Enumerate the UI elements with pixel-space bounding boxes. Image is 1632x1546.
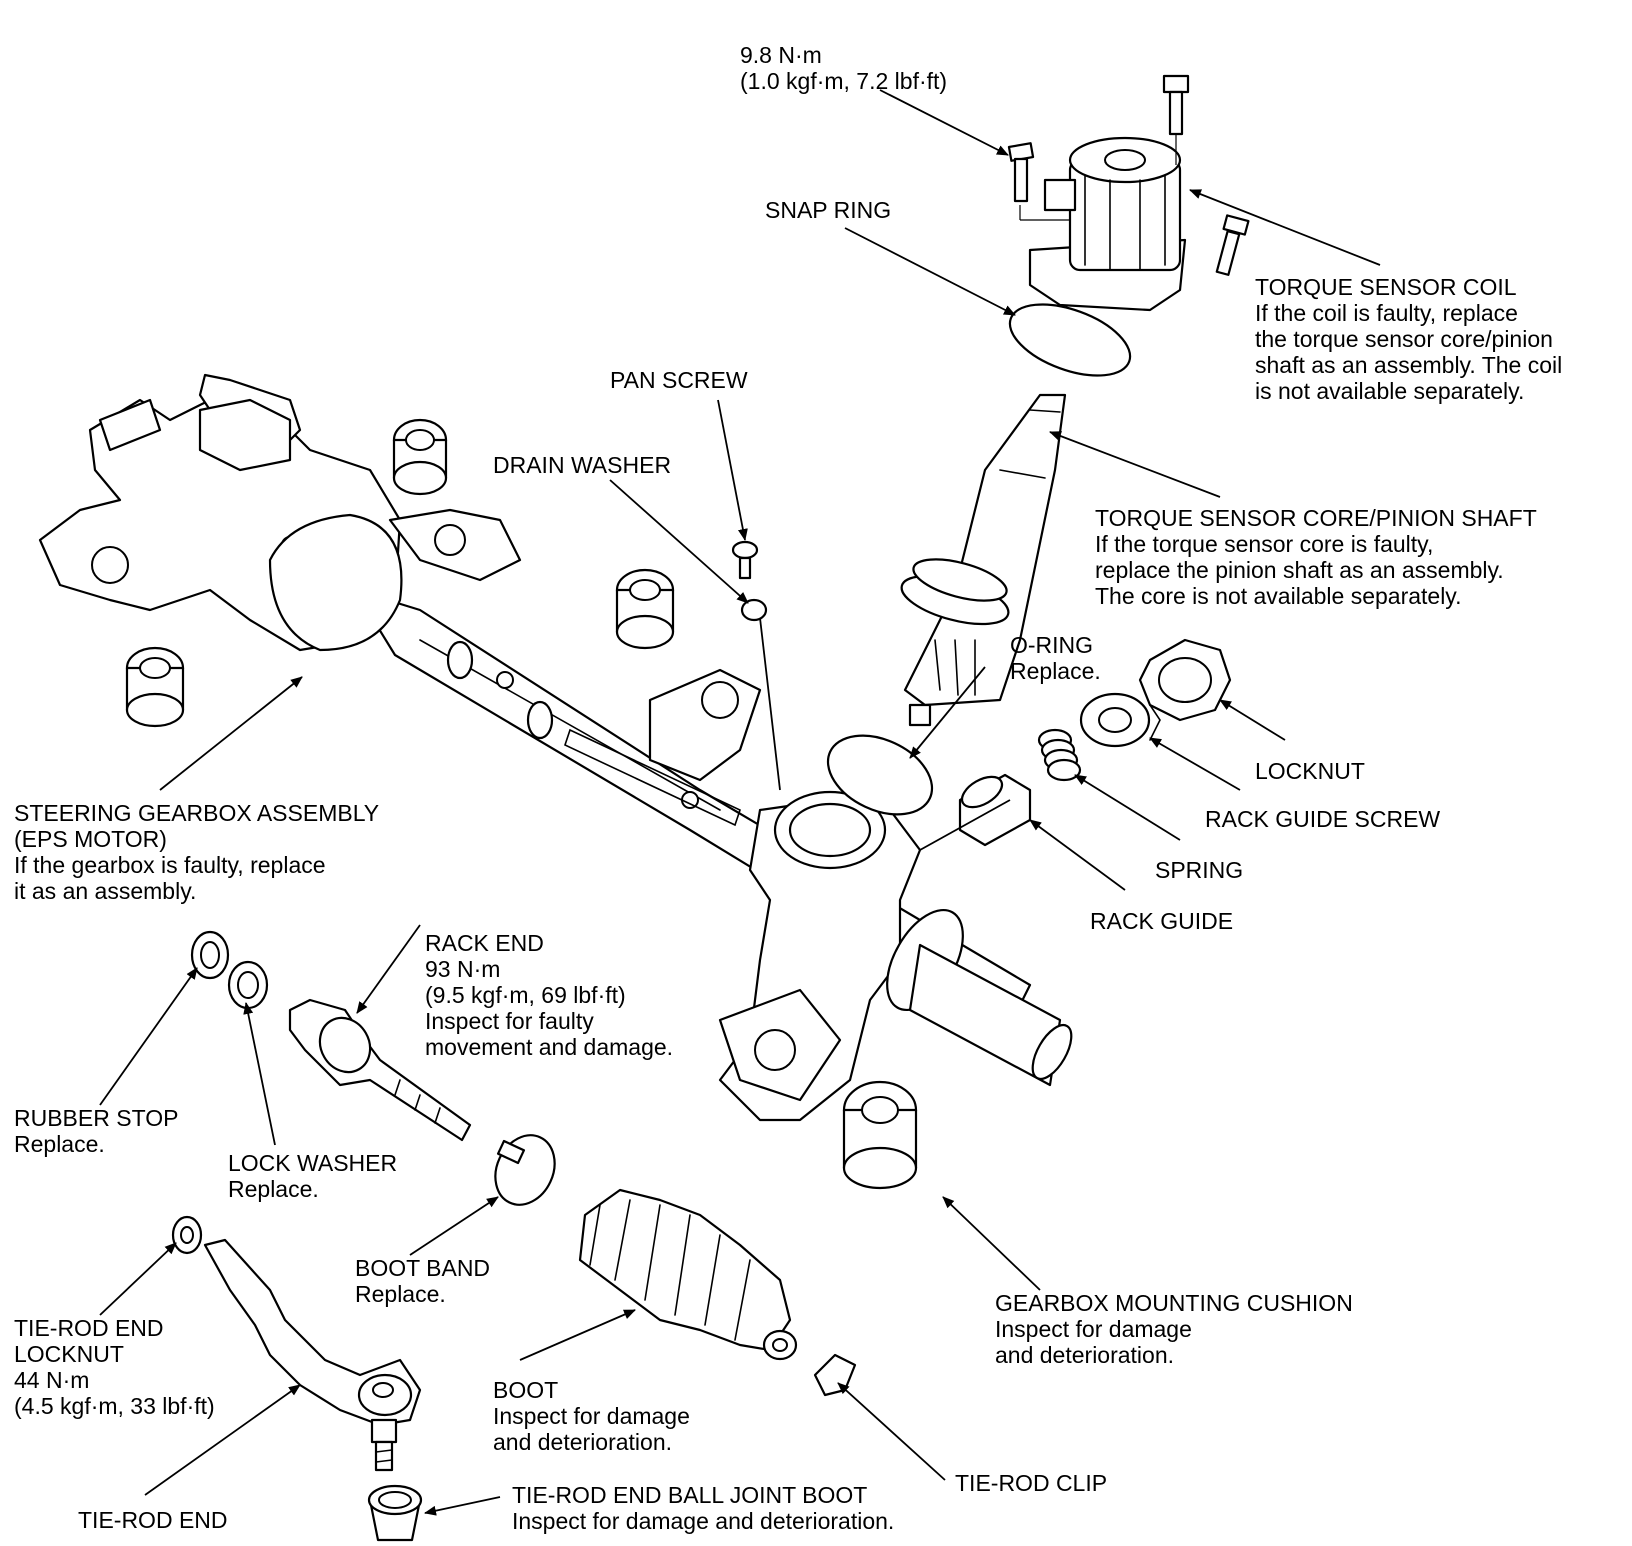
mounting-cushions-drawing	[125, 418, 918, 1190]
label-rack-end: RACK END 93 N·m (9.5 kgf·m, 69 lbf·ft) I…	[425, 930, 673, 1060]
locknut-title: LOCKNUT	[1255, 758, 1365, 784]
torque-sensor-coil-line-2: the torque sensor core/pinion	[1255, 326, 1553, 352]
tie-rod-clip-drawing	[813, 1353, 857, 1397]
rack-end-line-3: Inspect for faulty	[425, 1008, 594, 1034]
cushion-2	[615, 568, 675, 650]
boot-drawing	[578, 1188, 798, 1361]
boot-line-2: and deterioration.	[493, 1429, 673, 1455]
label-tie-rod-clip: TIE-ROD CLIP	[955, 1470, 1107, 1496]
rack-guide-screw-title: RACK GUIDE SCREW	[1205, 806, 1441, 832]
ball-joint-boot-line-1: Inspect for damage and deterioration.	[512, 1508, 895, 1534]
label-drain-washer: DRAIN WASHER	[493, 452, 671, 478]
ball-joint-boot-drawing	[367, 1484, 423, 1542]
cushion-3	[125, 646, 185, 728]
pan-screw-drawing	[731, 540, 759, 580]
boot-band-drawing	[494, 1134, 556, 1206]
torque-sensor-coil-line-3: shaft as an assembly. The coil	[1255, 352, 1563, 378]
spring-drawing	[1037, 728, 1082, 782]
tie-rod-end-locknut-title: TIE-ROD END	[14, 1315, 164, 1341]
tie-rod-end-locknut-line-1: LOCKNUT	[14, 1341, 124, 1367]
boot-band-note: Replace.	[355, 1281, 446, 1307]
tie-rod-clip-title: TIE-ROD CLIP	[955, 1470, 1108, 1496]
label-boot-band: BOOT BAND Replace.	[355, 1255, 490, 1307]
o-ring-title: O-RING	[1010, 632, 1094, 658]
label-tie-rod-end: TIE-ROD END	[78, 1507, 228, 1533]
snap-ring-title: SNAP RING	[765, 197, 892, 223]
rack-end-line-1: 93 N·m	[425, 956, 501, 982]
label-gearbox-mounting-cushion: GEARBOX MOUNTING CUSHION Inspect for dam…	[995, 1290, 1353, 1368]
torque-sensor-core-pinion-shaft-drawing	[900, 393, 1067, 727]
rack-end-title: RACK END	[425, 930, 544, 956]
label-rack-guide: RACK GUIDE	[1090, 908, 1233, 934]
tie-rod-end-locknut-line-2: 44 N·m	[14, 1367, 90, 1393]
drain-washer-title: DRAIN WASHER	[493, 452, 672, 478]
torque-sensor-coil-title: TORQUE SENSOR COIL	[1255, 274, 1517, 300]
steering-gearbox-line-3: it as an assembly.	[14, 878, 197, 904]
top-torque-line-2: (1.0 kgf·m, 7.2 lbf·ft)	[740, 68, 948, 94]
label-rubber-stop: RUBBER STOP Replace.	[14, 1105, 178, 1157]
rack-end-line-2: (9.5 kgf·m, 69 lbf·ft)	[425, 982, 626, 1008]
boot-band-title: BOOT BAND	[355, 1255, 491, 1281]
gearbox-mounting-cushion-line-1: Inspect for damage	[995, 1316, 1192, 1342]
boot-line-1: Inspect for damage	[493, 1403, 690, 1429]
label-rack-guide-screw: RACK GUIDE SCREW	[1205, 806, 1440, 832]
label-steering-gearbox: STEERING GEARBOX ASSEMBLY (EPS MOTOR) If…	[14, 800, 379, 904]
lock-washer-note: Replace.	[228, 1176, 319, 1202]
o-ring-note: Replace.	[1010, 658, 1101, 684]
rack-guide-drawing	[958, 773, 1032, 847]
torque-sensor-coil-line-4: is not available separately.	[1255, 378, 1525, 404]
cushion-1	[392, 418, 448, 496]
rack-end-drawing	[288, 998, 472, 1142]
label-torque-sensor-core: TORQUE SENSOR CORE/PINION SHAFT If the t…	[1095, 505, 1537, 609]
tie-rod-end-title: TIE-ROD END	[78, 1507, 228, 1533]
rack-end-line-4: movement and damage.	[425, 1034, 674, 1060]
cushion-4	[842, 1080, 918, 1190]
coil-bolts-drawing	[1007, 74, 1250, 276]
snap-ring-drawing	[1008, 303, 1132, 377]
torque-sensor-coil-line-1: If the coil is faulty, replace	[1255, 300, 1518, 326]
label-snap-ring: SNAP RING	[765, 197, 891, 223]
top-torque-line-1: 9.8 N·m	[740, 42, 822, 68]
torque-sensor-core-line-3: The core is not available separately.	[1095, 583, 1462, 609]
leader-lines	[99, 89, 1381, 1516]
locknut-drawing	[1138, 638, 1232, 722]
tie-rod-end-locknut-line-3: (4.5 kgf·m, 33 lbf·ft)	[14, 1393, 215, 1419]
boot-title: BOOT	[493, 1377, 559, 1403]
spring-title: SPRING	[1155, 857, 1244, 883]
steering-gearbox-line-1: (EPS MOTOR)	[14, 826, 167, 852]
gearbox-mounting-cushion-line-2: and deterioration.	[995, 1342, 1175, 1368]
lock-washer-drawing	[227, 960, 269, 1010]
ball-joint-boot-title: TIE-ROD END BALL JOINT BOOT	[512, 1482, 868, 1508]
o-ring-drawing	[826, 734, 934, 816]
rubber-stop-note: Replace.	[14, 1131, 105, 1157]
lock-washer-title: LOCK WASHER	[228, 1150, 398, 1176]
tie-rod-end-locknut-drawing	[171, 1215, 203, 1255]
torque-sensor-core-line-1: If the torque sensor core is faulty,	[1095, 531, 1434, 557]
steering-gearbox-line-2: If the gearbox is faulty, replace	[14, 852, 326, 878]
rack-guide-title: RACK GUIDE	[1090, 908, 1234, 934]
label-top-torque: 9.8 N·m (1.0 kgf·m, 7.2 lbf·ft)	[740, 42, 947, 94]
label-o-ring: O-RING Replace.	[1010, 632, 1101, 684]
label-ball-joint-boot: TIE-ROD END BALL JOINT BOOT Inspect for …	[512, 1482, 894, 1534]
drain-washer-drawing	[740, 598, 768, 622]
pan-screw-title: PAN SCREW	[610, 367, 748, 393]
label-tie-rod-end-locknut: TIE-ROD END LOCKNUT 44 N·m (4.5 kgf·m, 3…	[14, 1315, 215, 1419]
label-spring: SPRING	[1155, 857, 1243, 883]
rubber-stop-title: RUBBER STOP	[14, 1105, 179, 1131]
label-locknut: LOCKNUT	[1255, 758, 1365, 784]
gearbox-mounting-cushion-title: GEARBOX MOUNTING CUSHION	[995, 1290, 1353, 1316]
rubber-stop-drawing	[190, 930, 230, 980]
steering-gearbox-drawing	[38, 373, 1073, 1122]
rack-guide-screw-drawing	[1079, 692, 1161, 748]
label-boot: BOOT Inspect for damage and deterioratio…	[493, 1377, 690, 1455]
steering-gearbox-title: STEERING GEARBOX ASSEMBLY	[14, 800, 380, 826]
torque-sensor-coil-drawing	[1028, 136, 1187, 312]
label-lock-washer: LOCK WASHER Replace.	[228, 1150, 397, 1202]
torque-sensor-core-line-2: replace the pinion shaft as an assembly.	[1095, 557, 1504, 583]
torque-sensor-core-title: TORQUE SENSOR CORE/PINION SHAFT	[1095, 505, 1537, 531]
label-pan-screw: PAN SCREW	[610, 367, 748, 393]
label-torque-sensor-coil: TORQUE SENSOR COIL If the coil is faulty…	[1255, 274, 1562, 404]
tie-rod-end-drawing	[203, 1238, 422, 1472]
